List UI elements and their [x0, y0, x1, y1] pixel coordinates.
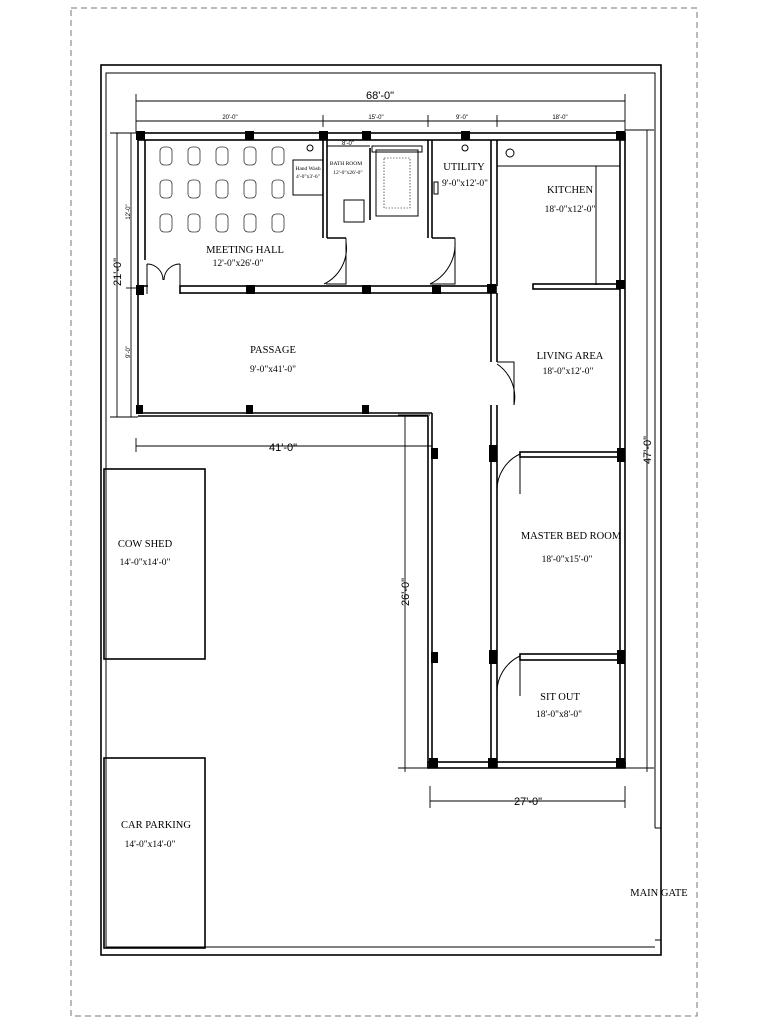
kitchen-size: 18'-0"x12'-0": [545, 205, 596, 215]
utility-door: [429, 238, 456, 285]
bath-room-name: BATH ROOM: [330, 161, 362, 167]
bed-door: [496, 453, 521, 494]
dim-segment-1: 20'-0": [222, 115, 237, 121]
chair: [271, 146, 285, 166]
chair: [159, 179, 173, 199]
master-bed-room-name: MASTER BED ROOM: [521, 531, 622, 542]
structural-columns: [136, 131, 625, 768]
car-parking-outline: [103, 757, 206, 949]
wc-fixture: [343, 199, 365, 223]
chair: [215, 179, 229, 199]
living-door: [496, 361, 516, 406]
dim-left-lower: 9'-0": [126, 346, 132, 358]
shower-grate: [383, 157, 411, 209]
sit-out-name: SIT OUT: [540, 692, 580, 703]
hand-wash-box: [292, 159, 324, 196]
chair: [159, 146, 173, 166]
chair: [187, 146, 201, 166]
basin-icon: [306, 144, 314, 152]
dim-left-upper: 12'-0": [126, 204, 132, 219]
chair: [187, 213, 201, 233]
shower-tray: [375, 149, 419, 217]
sitout-door: [496, 655, 521, 696]
hall-entry-door-left: [146, 263, 164, 294]
chair: [215, 213, 229, 233]
cow-shed-outline: [103, 468, 206, 660]
hand-wash-name: Hand Wash: [295, 166, 321, 172]
dim-segment-2: 15'-0": [368, 115, 383, 121]
dim-wing-width: 27'-0": [514, 796, 542, 808]
cow-shed-size: 14'-0"x14'-0": [120, 558, 171, 568]
passage-name: PASSAGE: [250, 345, 296, 356]
meeting-hall-name: MEETING HALL: [206, 245, 284, 256]
hand-wash-size: 4'-0"x3'-6": [296, 174, 320, 180]
living-area-size: 18'-0"x12'-0": [543, 367, 594, 377]
chair: [215, 146, 229, 166]
dim-left-height: 21'-0": [112, 258, 124, 286]
car-parking-size: 14'-0"x14'-0": [125, 840, 176, 850]
utility-size: 9'-0"x12'-0": [442, 179, 488, 189]
top-wall: [137, 132, 626, 141]
car-parking-name: CAR PARKING: [121, 820, 191, 831]
living-bed-wall: [519, 451, 621, 458]
living-area-name: LIVING AREA: [537, 351, 604, 362]
bath-room-size: 12'-0"x26'-0": [333, 170, 362, 176]
dim-bath-width: 8'-0": [342, 141, 354, 147]
dim-segment-3: 9'-0": [456, 115, 468, 121]
chair: [271, 213, 285, 233]
meeting-hall-size: 12'-0"x26'-0": [213, 259, 264, 269]
dim-passage-length: 41'-0": [269, 442, 297, 454]
site-boundary-inner: [105, 72, 656, 947]
wing-bottom-wall: [427, 761, 626, 769]
cow-shed-name: COW SHED: [118, 539, 173, 550]
dim-segment-4: 18'-0": [552, 115, 567, 121]
chair: [159, 213, 173, 233]
meeting-hall-chairs: [159, 146, 285, 233]
sit-out-size: 18'-0"x8'-0": [536, 710, 582, 720]
kitchen-sink-icon: [505, 148, 515, 158]
passage-size: 9'-0"x41'-0": [250, 365, 296, 375]
utility-name: UTILITY: [443, 162, 485, 173]
utility-tap: [433, 181, 439, 195]
hall-passage-wall: [179, 285, 497, 294]
chair: [243, 213, 257, 233]
kitchen-bottom-wall: [532, 283, 621, 290]
shower-head-bar: [371, 145, 423, 153]
bath-door: [323, 238, 347, 285]
kitchen-name: KITCHEN: [547, 185, 593, 196]
utility-sink-icon: [461, 144, 469, 152]
dim-overall-width: 68'-0": [366, 90, 394, 102]
main-gate-label: MAIN GATE: [630, 888, 687, 899]
chair: [243, 146, 257, 166]
hall-entry-door-right: [163, 263, 181, 294]
master-bed-room-size: 18'-0"x15'-0": [542, 555, 593, 565]
dim-wing-height: 26'-0": [400, 578, 412, 606]
bed-sitout-wall: [519, 653, 621, 661]
chair: [187, 179, 201, 199]
dim-right-height: 47'-0": [642, 436, 654, 464]
sheet-border: [70, 7, 698, 1017]
site-boundary-outer: [100, 64, 662, 956]
chair: [271, 179, 285, 199]
chair: [243, 179, 257, 199]
